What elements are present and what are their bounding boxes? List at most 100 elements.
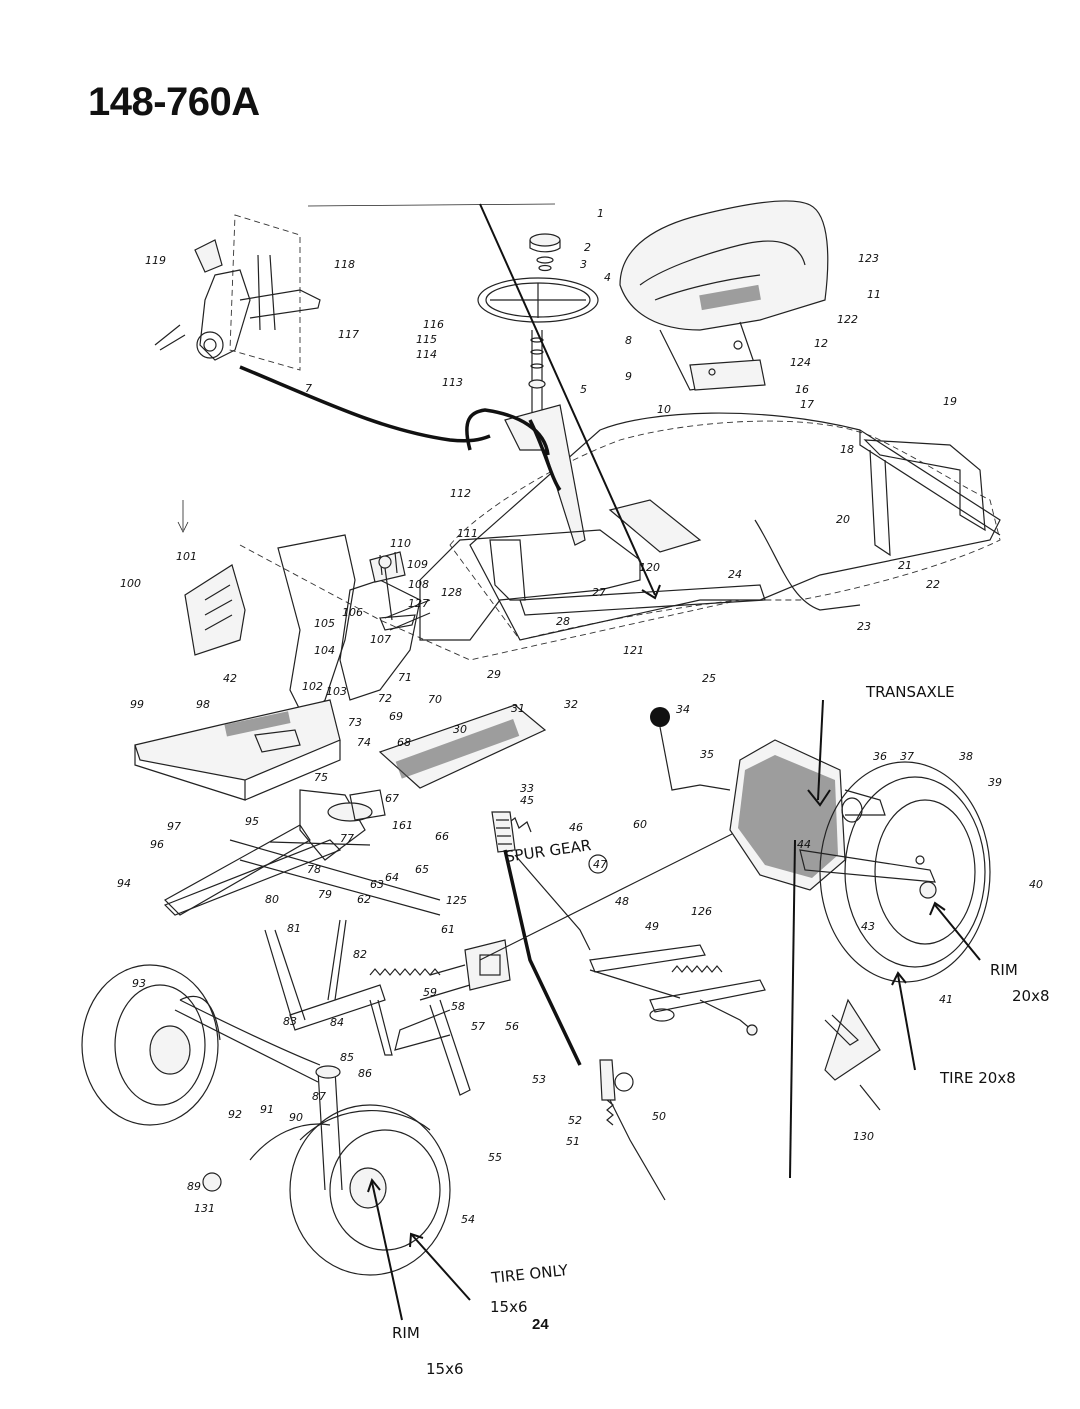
callout-46: 46: [569, 821, 583, 834]
callout-12: 12: [814, 337, 828, 350]
callout-86: 86: [358, 1067, 372, 1080]
rear-brake-bracket: [824, 998, 881, 1111]
callout-63: 63: [370, 878, 384, 891]
callout-116: 116: [423, 318, 444, 331]
pointer-line-rim-front: [371, 1181, 403, 1321]
callout-58: 58: [451, 1000, 465, 1013]
callout-102: 102: [302, 680, 323, 693]
rear-brake-lever: [589, 944, 766, 1036]
callout-50: 50: [652, 1110, 666, 1123]
callout-79: 79: [318, 888, 332, 901]
callout-16: 16: [795, 383, 809, 396]
note-transaxle: TRANSAXLE: [865, 683, 955, 701]
callout-32: 32: [564, 698, 578, 711]
callout-54: 54: [461, 1213, 475, 1226]
note-rim-rear-size: 20x8: [1012, 987, 1050, 1005]
callout-60: 60: [633, 818, 647, 831]
callout-120: 120: [639, 561, 660, 574]
callout-28: 28: [556, 615, 570, 628]
callout-105: 105: [314, 617, 335, 630]
callout-61: 61: [441, 923, 455, 936]
callout-93: 93: [132, 977, 146, 990]
main-frame: [239, 529, 766, 722]
callout-41: 41: [939, 993, 953, 1006]
callout-4: 4: [604, 271, 611, 284]
callout-56: 56: [505, 1020, 519, 1033]
callout-39: 39: [988, 776, 1002, 789]
footrest: [378, 704, 547, 789]
steering-wheel: [477, 233, 599, 323]
callout-37: 37: [900, 750, 914, 763]
callout-8: 8: [625, 334, 632, 347]
callout-99: 99: [130, 698, 144, 711]
callout-27: 27: [592, 586, 606, 599]
callout-77: 77: [340, 832, 354, 845]
callout-103: 103: [326, 685, 347, 698]
callout-161: 161: [392, 819, 413, 832]
callout-112: 112: [450, 487, 471, 500]
callout-18: 18: [840, 443, 854, 456]
dash-plate-101: [184, 564, 246, 656]
pointer-line-transaxle: [817, 699, 824, 801]
callout-3: 3: [580, 258, 587, 271]
callout-125: 125: [446, 894, 467, 907]
cable-89: [249, 1123, 331, 1161]
callout-19: 19: [943, 395, 957, 408]
callout-53: 53: [532, 1073, 546, 1086]
callout-69: 69: [389, 710, 403, 723]
front-axle-assembly: [164, 789, 373, 1191]
callout-43: 43: [861, 920, 875, 933]
callout-110: 110: [390, 537, 411, 550]
transaxle: [729, 739, 936, 891]
note-rim-front: RIM: [392, 1324, 420, 1342]
clutch-cable: [491, 811, 666, 1201]
callout-66: 66: [435, 830, 449, 843]
callout-52: 52: [568, 1114, 582, 1127]
callout-71: 71: [398, 671, 412, 684]
callout-29: 29: [487, 668, 501, 681]
callout-57: 57: [471, 1020, 485, 1033]
callout-74: 74: [357, 736, 371, 749]
reference-line-top: [307, 203, 556, 207]
callout-24: 24: [728, 568, 742, 581]
front-left-tire: [81, 964, 221, 1126]
callout-94: 94: [117, 877, 131, 890]
callout-130: 130: [853, 1130, 874, 1143]
callout-40: 40: [1029, 878, 1043, 891]
callout-2: 2: [584, 241, 591, 254]
pointer-line-tire: [789, 839, 796, 1179]
callout-98: 98: [196, 698, 210, 711]
callout-104: 104: [314, 644, 335, 657]
nut-89: [202, 1172, 222, 1192]
callout-114: 114: [416, 348, 437, 361]
lift-handle: [378, 555, 416, 631]
callout-62: 62: [357, 893, 371, 906]
callout-25: 25: [702, 672, 716, 685]
callout-128: 128: [441, 586, 462, 599]
callout-122: 122: [837, 313, 858, 326]
callout-72: 72: [378, 692, 392, 705]
callout-85: 85: [340, 1051, 354, 1064]
callout-7: 7: [305, 382, 312, 395]
callout-84: 84: [330, 1016, 344, 1029]
callout-21: 21: [898, 559, 912, 572]
callout-127: 127: [408, 597, 429, 610]
callout-92: 92: [228, 1108, 242, 1121]
steering-column: [465, 330, 586, 546]
callout-11: 11: [867, 288, 881, 301]
callout-42: 42: [223, 672, 237, 685]
callout-83: 83: [283, 1015, 297, 1028]
callout-1: 1: [597, 207, 604, 220]
callout-59: 59: [423, 986, 437, 999]
callout-49: 49: [645, 920, 659, 933]
pointer-line-tire-front: [411, 1234, 471, 1301]
callout-87: 87: [312, 1090, 326, 1103]
callout-68: 68: [397, 736, 411, 749]
callout-33: 33: [520, 782, 534, 795]
handwritten-notes: TRANSAXLE SPUR GEAR RIM 20x8 TIRE 20x8 T…: [392, 683, 1050, 1378]
note-tire-only-size: 15x6: [490, 1298, 528, 1316]
callout-30: 30: [453, 723, 467, 736]
rear-right-tire: [819, 761, 991, 983]
callout-51: 51: [566, 1135, 580, 1148]
